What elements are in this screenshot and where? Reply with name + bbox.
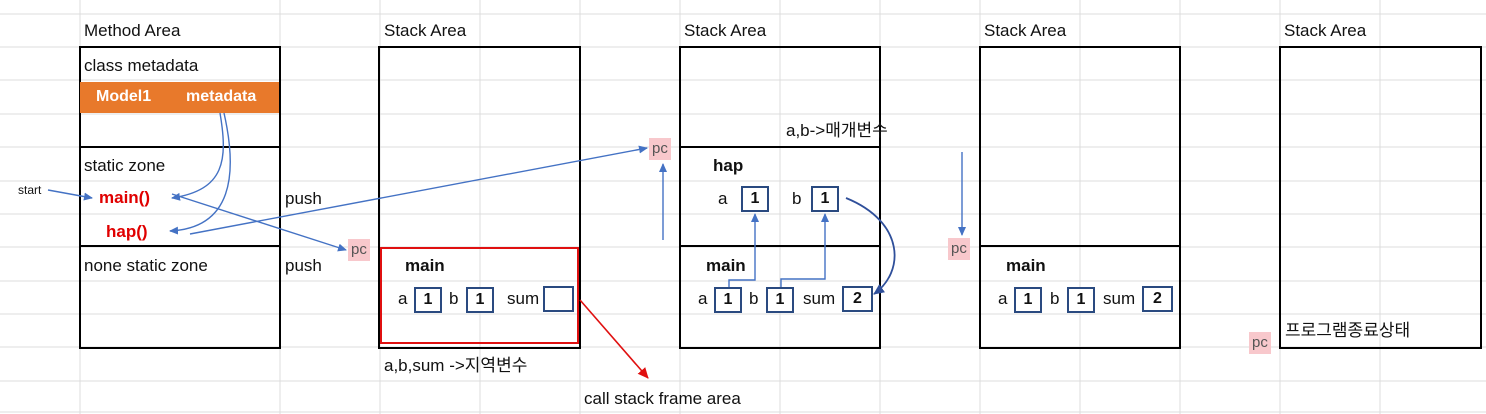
stack3-var-sum: sum <box>1103 289 1136 308</box>
method-area-divider-1 <box>79 146 281 148</box>
method-area-box <box>79 46 281 349</box>
static-zone-label: static zone <box>84 156 166 175</box>
push-label-2: push <box>285 256 322 275</box>
stack3-box <box>979 46 1181 349</box>
class-metadata-label: class metadata <box>84 56 199 75</box>
stack2-hap-var-a: a <box>718 189 728 208</box>
stack1-cell-sum <box>543 286 574 312</box>
stack2-hap-title: hap <box>713 156 744 175</box>
stack3-cell-b: 1 <box>1067 287 1095 313</box>
stack4-title: Stack Area <box>1284 21 1367 40</box>
stack4-pc-marker: pc <box>1249 332 1271 354</box>
stack2-title: Stack Area <box>684 21 767 40</box>
stack1-var-sum: sum <box>507 289 540 308</box>
push-label-1: push <box>285 189 322 208</box>
start-label: start <box>18 183 42 197</box>
stack3-var-b: b <box>1050 289 1060 308</box>
stack3-var-a: a <box>998 289 1008 308</box>
stack3-main-top-divider <box>979 245 1181 247</box>
stack3-cell-sum: 2 <box>1142 286 1173 312</box>
stack1-main-title: main <box>405 256 445 275</box>
program-end-note: 프로그램종료상태 <box>1285 321 1411 340</box>
stack2-cell-a: 1 <box>714 287 742 313</box>
stack3-main-title: main <box>1006 256 1046 275</box>
stack2-main-top-divider <box>679 245 881 247</box>
stack1-var-b: b <box>449 289 459 308</box>
stack2-var-a: a <box>698 289 708 308</box>
stack3-title: Stack Area <box>984 21 1067 40</box>
call-stack-frame-note: call stack frame area <box>584 389 741 408</box>
stack2-cell-b: 1 <box>766 287 794 313</box>
stack2-box <box>679 46 881 349</box>
hap-return-to-sum-arrow <box>845 197 896 295</box>
none-static-zone-label: none static zone <box>84 256 208 275</box>
stack3-pc-marker: pc <box>948 238 970 260</box>
stack2-hap-cell-a: 1 <box>741 186 769 212</box>
model-label: Model1 <box>96 88 152 105</box>
stack2-hap-var-b: b <box>792 189 802 208</box>
start-arrow <box>47 189 93 201</box>
method-area-divider-2 <box>79 245 281 247</box>
stack1-cell-b: 1 <box>466 287 494 313</box>
stack2-main-title: main <box>706 256 746 275</box>
stack4-box <box>1279 46 1482 349</box>
metadata-to-main-arrow <box>171 112 225 201</box>
hap-function-label: hap() <box>106 222 148 241</box>
main-a-to-hap-a-arrow <box>728 213 759 287</box>
stack1-pc-marker: pc <box>348 239 370 261</box>
stack1-cell-a: 1 <box>414 287 442 313</box>
local-variable-note: a,b,sum ->지역변수 <box>384 356 528 375</box>
parameter-note: a,b->매개변수 <box>786 121 888 140</box>
main-function-label: main() <box>99 188 150 207</box>
stack1-box <box>378 46 581 349</box>
stack3-cell-a: 1 <box>1014 287 1042 313</box>
stack2-hap-cell-b: 1 <box>811 186 839 212</box>
stack1-var-a: a <box>398 289 408 308</box>
metadata-label: metadata <box>186 88 257 105</box>
model-metadata-bar: Model1 metadata <box>80 82 279 113</box>
main-b-to-hap-b-arrow <box>780 213 829 287</box>
stack1-title: Stack Area <box>384 21 467 40</box>
method-area-title: Method Area <box>84 21 181 40</box>
stack2-hap-top-divider <box>679 146 881 148</box>
stack2-pc-marker: pc <box>649 138 671 160</box>
hap-to-stack2-pc-arrow <box>189 145 648 235</box>
stack1-main-frame <box>380 247 579 344</box>
main-to-stack1-pc-arrow <box>171 193 347 252</box>
stack2-cell-sum: 2 <box>842 286 873 312</box>
stack2-var-b: b <box>749 289 759 308</box>
stack2-var-sum: sum <box>803 289 836 308</box>
call-stack-frame-arrow <box>579 299 649 379</box>
metadata-to-hap-arrow <box>169 112 231 235</box>
